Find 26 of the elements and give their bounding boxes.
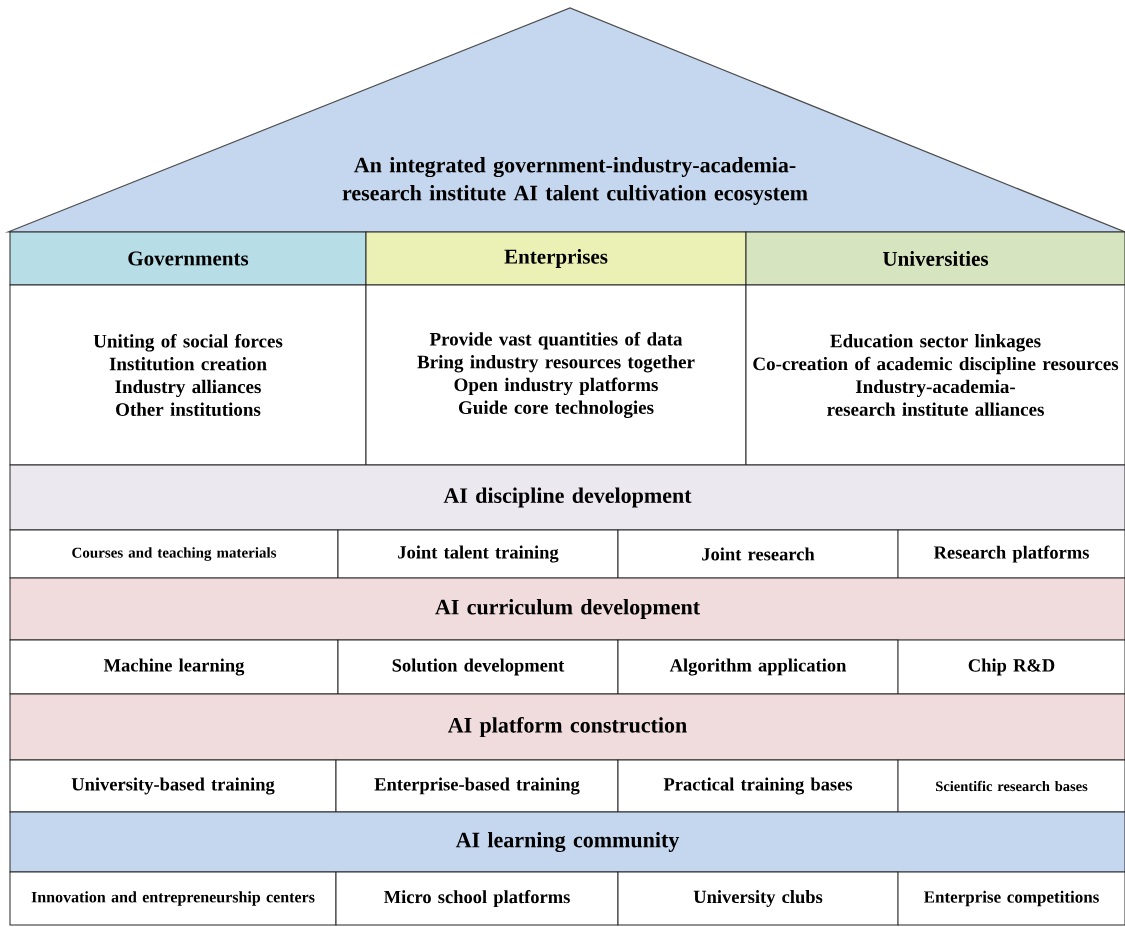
text-cell: Algorithm application [617,639,899,695]
text-cell: Chip R&D [897,639,1125,695]
text-cell: Uniting of social forces Institution creation Industry alliances Other institutions [9,284,367,466]
text-cell: Joint talent training [337,529,619,579]
text-cell: Provide vast quantities of data Bring industry resources together Open industry platforms Guide core technologies [365,284,747,466]
text-cell: Research platforms [897,529,1125,579]
band-heading: AI learning community [9,811,1125,873]
text-cell: Machine learning [9,639,339,695]
header-cell: Universities [745,231,1125,286]
header-cell: Governments [9,231,367,286]
text-cell: Enterprise-based training [335,759,619,813]
text-cell: Solution development [337,639,619,695]
text-cell: Joint research [617,529,899,579]
text-cell: University clubs [617,871,899,926]
text-cell: Scientific research bases [897,759,1125,813]
text-cell: Education sector linkages Co-creation of academic discipline resources Industry-academia-research institute alliances [745,284,1125,466]
band-heading: AI discipline development [9,464,1125,531]
text-cell: Practical training bases [617,759,899,813]
header-cell: Enterprises [365,231,747,286]
text-cell: Courses and teaching materials [9,529,339,579]
text-cell: University-based training [9,759,337,813]
text-cell: Enterprise competitions [897,871,1125,926]
text-cell: Micro school platforms [335,871,619,926]
band-heading: AI curriculum development [9,577,1125,641]
text-cell: Innovation and entrepreneurship centers [9,871,337,926]
band-heading: AI platform construction [9,693,1125,761]
